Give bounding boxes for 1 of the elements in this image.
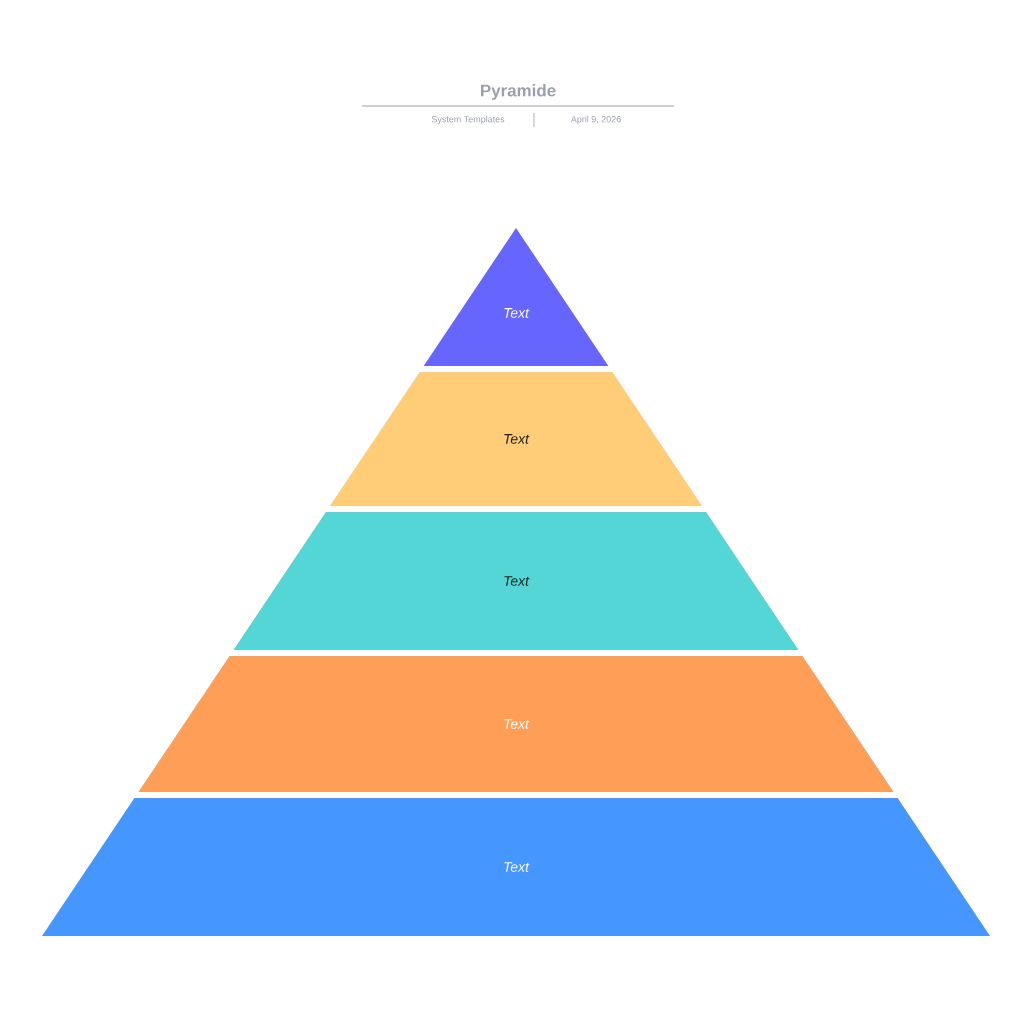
title: Pyramide <box>481 84 556 100</box>
